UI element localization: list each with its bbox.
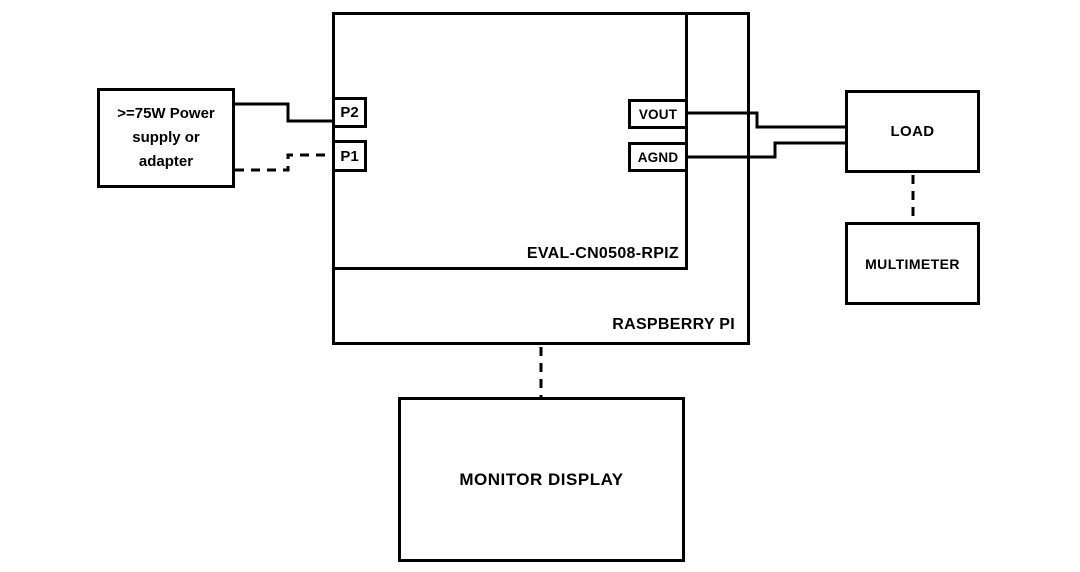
p1-port: P1 bbox=[332, 140, 367, 172]
multimeter-node: MULTIMETER bbox=[845, 222, 980, 305]
load-node: LOAD bbox=[845, 90, 980, 173]
monitor-display-node: MONITOR DISPLAY bbox=[398, 397, 685, 562]
multimeter-label: MULTIMETER bbox=[865, 255, 960, 272]
vout-port: VOUT bbox=[628, 99, 688, 129]
power-supply-node: >=75W Power supply or adapter bbox=[97, 88, 235, 188]
agnd-port: AGND bbox=[628, 142, 688, 172]
monitor-display-label: MONITOR DISPLAY bbox=[459, 469, 624, 489]
wire-power-to-p1 bbox=[235, 153, 334, 172]
power-supply-label: >=75W Power supply or adapter bbox=[117, 104, 215, 171]
eval-board-node: EVAL-CN0508-RPIZ bbox=[332, 12, 688, 270]
wire-agnd-to-load bbox=[686, 141, 847, 159]
p2-port: P2 bbox=[332, 97, 367, 128]
agnd-label: AGND bbox=[637, 149, 679, 165]
load-label: LOAD bbox=[890, 123, 935, 140]
wire-vout-to-load bbox=[686, 111, 847, 129]
raspberry-pi-label: RASPBERRY PI bbox=[612, 316, 735, 333]
wire-power-to-p2 bbox=[235, 102, 334, 123]
p1-label: P1 bbox=[340, 147, 359, 165]
eval-board-label: EVAL-CN0508-RPIZ bbox=[526, 245, 679, 262]
vout-label: VOUT bbox=[638, 106, 678, 122]
p2-label: P2 bbox=[340, 104, 359, 121]
